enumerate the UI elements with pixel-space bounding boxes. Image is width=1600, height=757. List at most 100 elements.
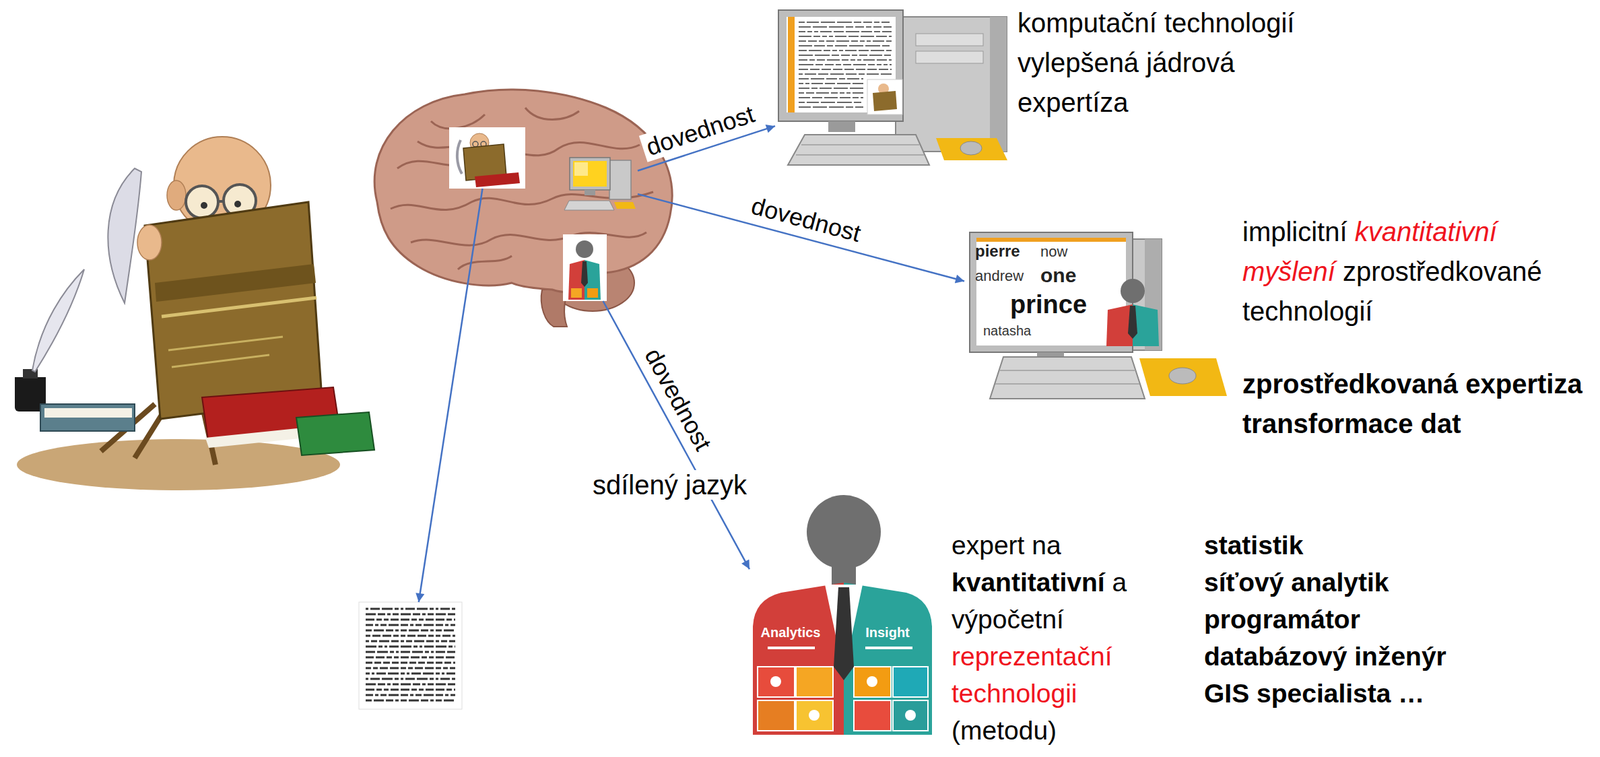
document-glyph — [408, 699, 419, 702]
scholar-cartoon-part — [32, 269, 85, 372]
text-run: programátor — [1204, 604, 1361, 634]
screen-glyph — [866, 40, 871, 42]
computer-two-part — [995, 370, 1140, 384]
screen-glyph — [798, 63, 814, 66]
businessman-icon-part — [562, 234, 607, 302]
screen-glyph — [845, 26, 854, 28]
document-glyph — [390, 618, 399, 621]
screen-glyph — [816, 59, 825, 61]
screen-glyph — [866, 73, 879, 75]
jacket-label: Insight — [865, 624, 910, 640]
skill-arrow — [418, 188, 483, 603]
document-glyph — [435, 645, 447, 648]
document-glyph — [405, 678, 415, 681]
document-glyph — [428, 656, 434, 659]
document-glyph — [365, 672, 370, 675]
businessman-figure-part — [757, 700, 795, 731]
businessman-figure-part — [905, 709, 916, 721]
edge-label: dovednost — [639, 98, 762, 162]
computer-icon-part — [569, 157, 611, 190]
node-text: zprostředkovaná expertiza transformace d… — [1242, 364, 1583, 444]
document-glyph — [435, 635, 441, 638]
businessman-icon-part — [581, 261, 588, 287]
document-glyph — [365, 688, 375, 691]
document-glyph — [395, 651, 399, 654]
screen-glyph — [870, 49, 885, 52]
text-run: (metodu) — [951, 715, 1057, 745]
document-glyph — [411, 672, 421, 675]
text-run: na — [1031, 530, 1061, 560]
screen-glyph — [852, 92, 864, 94]
document-glyph — [392, 613, 399, 616]
screen-glyph — [824, 82, 836, 85]
scholar-cartoon-part — [137, 224, 162, 260]
document-glyph — [440, 608, 450, 611]
screen-glyph — [865, 26, 872, 28]
document-glyph — [412, 613, 421, 616]
document-glyph — [370, 608, 380, 611]
computer-two-part — [1169, 367, 1196, 384]
word-cloud-word: prince — [1010, 290, 1087, 320]
text-run: jádrová — [1146, 47, 1235, 78]
document-glyph — [365, 694, 374, 697]
screen-glyph — [865, 45, 881, 47]
screen-glyph — [824, 96, 838, 99]
skill-arrow — [603, 301, 750, 570]
document-glyph — [443, 629, 454, 632]
document-glyph — [394, 678, 399, 681]
screen-glyph — [882, 45, 890, 47]
document-glyph — [365, 640, 370, 643]
screen-glyph — [820, 30, 832, 33]
text-run: GIS — [1204, 678, 1250, 708]
node-text: expert na kvantitativní a výpočetní repr… — [951, 526, 1205, 749]
screen-glyph — [855, 68, 866, 71]
document-glyph — [448, 645, 453, 648]
screen-glyph — [888, 35, 892, 38]
brain-drawing-part — [457, 255, 512, 270]
computer-one-part — [895, 16, 1007, 152]
document-glyph — [435, 618, 445, 621]
screen-glyph — [818, 40, 825, 42]
document-glyph — [387, 672, 399, 675]
document-glyph — [414, 640, 425, 643]
document-glyph — [400, 688, 410, 691]
brain-drawing-part — [410, 232, 647, 246]
screen-glyph — [853, 63, 866, 66]
screen-glyph — [837, 21, 852, 23]
screen-glyph — [798, 78, 809, 80]
screen-glyph — [855, 106, 864, 108]
word-cloud-word: one — [1040, 263, 1077, 287]
screen-glyph — [823, 49, 831, 52]
document-glyph — [372, 635, 381, 638]
screen-glyph — [863, 59, 875, 61]
document-glyph — [377, 613, 386, 616]
businessman-figure-part — [795, 700, 833, 731]
screen-glyph — [808, 49, 822, 52]
screen-glyph — [832, 49, 838, 52]
screen-glyph — [874, 30, 881, 33]
businessman-figure-part — [866, 676, 878, 687]
document-glyph — [424, 651, 429, 654]
document-glyph — [371, 640, 378, 643]
document-glyph — [435, 613, 446, 616]
document-text-lines — [365, 608, 456, 701]
document-glyph — [406, 672, 410, 675]
document-glyph — [380, 624, 387, 627]
computer-icon-node — [558, 152, 638, 215]
screen-glyph — [883, 63, 888, 66]
screen-glyph — [848, 35, 859, 38]
document-glyph — [365, 635, 371, 638]
node-text: statistik síťový analytik programátor da… — [1204, 526, 1447, 712]
businessman-figure-part — [806, 494, 881, 570]
document-glyph — [384, 645, 388, 648]
screen-glyph — [832, 68, 843, 71]
document-glyph — [435, 672, 440, 675]
document-glyph — [450, 624, 456, 627]
businessman-figure-part — [853, 700, 891, 731]
screen-glyph — [824, 63, 834, 66]
computer-one-part — [787, 134, 930, 165]
text-run: inženýr — [1354, 641, 1447, 671]
businessman-icon-part — [575, 240, 594, 258]
screen-glyph — [806, 92, 815, 94]
screen-glyph — [860, 35, 875, 38]
